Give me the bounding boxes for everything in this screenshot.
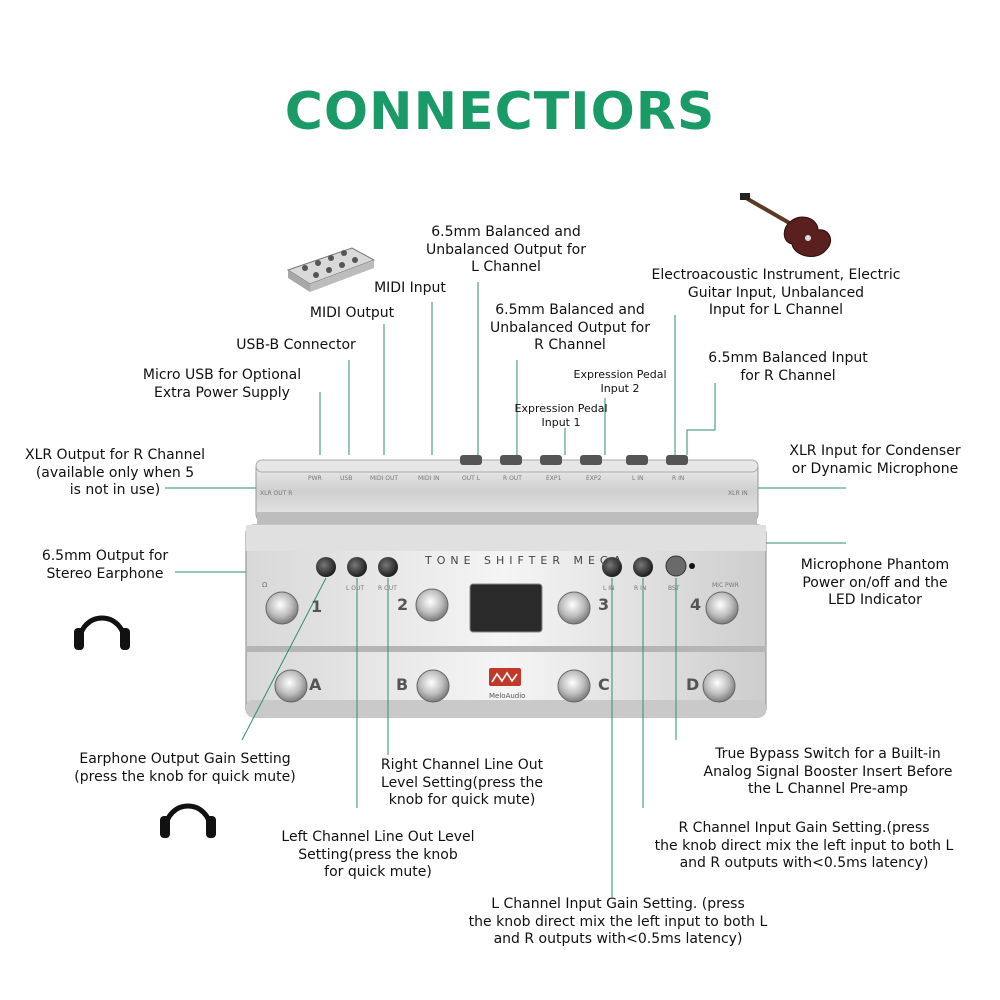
brand-logo [489, 668, 521, 686]
knob-label: Ω [262, 581, 268, 589]
left-line-out-knob [347, 557, 367, 577]
bypass-switch [665, 555, 687, 577]
right-input-gain-knob [633, 557, 653, 577]
switch-letter-b: B [396, 675, 409, 694]
knob-label: L IN [603, 585, 615, 592]
switch-letter-c: C [598, 675, 610, 694]
headphones-icon [160, 803, 216, 838]
jack-label: EXP1 [546, 475, 562, 482]
switch-number-1: 1 [311, 597, 323, 616]
earphone-gain-knob [316, 557, 336, 577]
rear-panel [255, 459, 759, 524]
switch-number-4: 4 [690, 595, 702, 614]
footswitch-3 [557, 591, 591, 625]
lcd-display [469, 583, 543, 633]
phantom-led [689, 563, 695, 569]
side-label-left: XLR OUT R [260, 490, 293, 497]
jack-label: OUT L [462, 475, 481, 482]
page-title: CONNECTIORS [284, 82, 716, 142]
headphones-icon [74, 615, 130, 650]
jack-label: MIDI IN [418, 475, 440, 482]
switch-letter-d: D [686, 675, 700, 694]
switch-letter-a: A [309, 675, 322, 694]
right-line-out-knob [378, 557, 398, 577]
knob-label: R IN [634, 585, 647, 592]
label-usb-b: USB-B Connector [236, 337, 356, 353]
knob-label: L OUT [346, 585, 365, 592]
jack-label: L IN [632, 475, 644, 482]
brand-name: MeloAudio [489, 692, 526, 700]
knobs [316, 555, 695, 577]
footswitch-c [557, 669, 591, 703]
left-input-gain-knob [602, 557, 622, 577]
side-label-right: XLR IN [728, 490, 748, 497]
jack-label: R OUT [503, 475, 522, 482]
switch-number-3: 3 [598, 595, 610, 614]
label-midi-output: MIDI Output [309, 305, 395, 321]
footswitch-2 [415, 588, 449, 622]
footswitch-4 [705, 591, 739, 625]
label-xlr-output: XLR Output for R Channel(available only … [24, 447, 205, 498]
switch-number-2: 2 [397, 595, 409, 614]
electric-guitar-icon [740, 193, 831, 258]
label-midi-input: MIDI Input [374, 280, 446, 296]
footswitch-d [702, 669, 736, 703]
footswitch-a [274, 669, 308, 703]
rear-jacks [460, 455, 688, 465]
footswitches [265, 588, 739, 703]
device-name: TONE SHIFTER MEGA [425, 554, 626, 567]
footswitch-1 [265, 591, 299, 625]
leader-lines [165, 282, 846, 897]
jack-label: EXP2 [586, 475, 602, 482]
label-earphone-gain: Earphone Output Gain Setting(press the k… [74, 751, 296, 785]
phantom-switch-label: MIC PWR [712, 582, 739, 589]
footswitch-b [416, 669, 450, 703]
knob-label: R OUT [378, 585, 397, 592]
knob-label: BST [668, 585, 680, 592]
jack-label: PWR [308, 475, 322, 482]
jack-label: USB [340, 475, 353, 482]
jack-label: MIDI OUT [370, 475, 399, 482]
jack-label: R IN [672, 475, 685, 482]
midi-foot-controller-icon [286, 247, 376, 292]
